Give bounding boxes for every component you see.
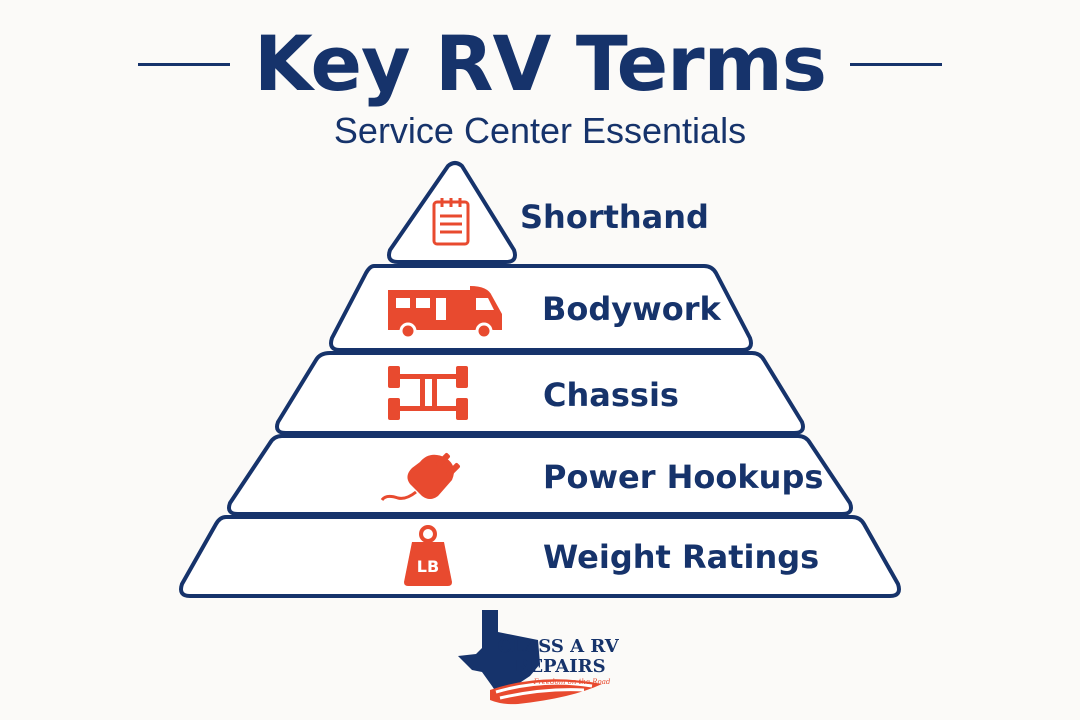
texas-map-icon [458, 610, 540, 700]
lb-weight-icon-text: LB [417, 557, 439, 576]
title-row: Key RV Terms [0, 18, 1080, 110]
chassis-frame-icon [388, 366, 468, 420]
title-right-rule [850, 62, 943, 66]
level-label-bodywork: Bodywork [542, 290, 721, 328]
class-a-rv-repairs-logo: CLASS A RV REPAIRS Freedom on the Road [458, 610, 620, 705]
pyramid-level-chassis: Chassis [275, 351, 805, 435]
power-plug-icon [380, 453, 460, 501]
notepad-icon [432, 198, 470, 246]
page-subtitle: Service Center Essentials [333, 110, 747, 151]
pyramid-level-shorthand: Shorthand [387, 161, 709, 264]
page-title: Key RV Terms [253, 19, 827, 108]
logo-tagline: Freedom on the Road [533, 678, 611, 686]
flag-stripes [490, 679, 602, 705]
pyramid-level-weight-ratings: LB Weight Ratings [179, 515, 901, 598]
level-label-chassis: Chassis [543, 376, 679, 414]
logo-line2: REPAIRS [514, 656, 605, 677]
pyramid-level-bodywork: Bodywork [329, 264, 753, 352]
lb-weight-icon: LB [404, 525, 452, 586]
title-left-rule [137, 62, 230, 66]
level-label-weight-ratings: Weight Ratings [543, 538, 819, 576]
logo-line1: CLASS A RV [497, 636, 619, 657]
motorhome-icon [388, 286, 502, 340]
level-label-power-hookups: Power Hookups [543, 458, 823, 496]
pyramid-level-power-hookups: Power Hookups [227, 434, 853, 516]
level-label-shorthand: Shorthand [520, 198, 709, 236]
